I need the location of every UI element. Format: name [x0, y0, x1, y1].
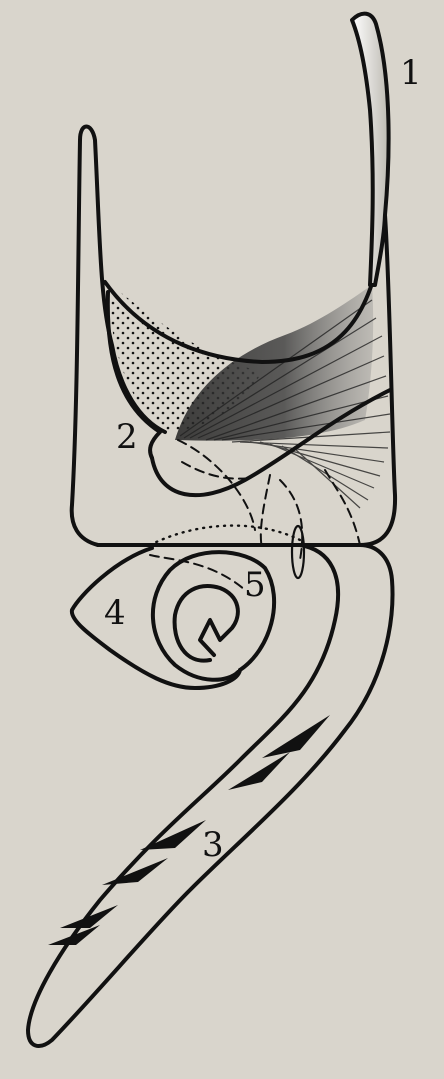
dashed-line-3	[261, 475, 270, 548]
label-4: 4	[104, 596, 126, 630]
label-3: 3	[202, 828, 224, 862]
dotted-line	[150, 526, 300, 545]
dashed-line-6	[150, 555, 245, 590]
dashed-line-1	[178, 440, 255, 530]
small-ring	[292, 526, 304, 578]
coil-inner	[175, 586, 238, 661]
lobe-4	[72, 548, 240, 688]
label-2: 2	[116, 420, 138, 454]
rod-1	[352, 14, 389, 285]
label-1: 1	[400, 56, 422, 90]
label-5: 5	[244, 568, 266, 602]
dashed-line-4	[182, 462, 252, 479]
